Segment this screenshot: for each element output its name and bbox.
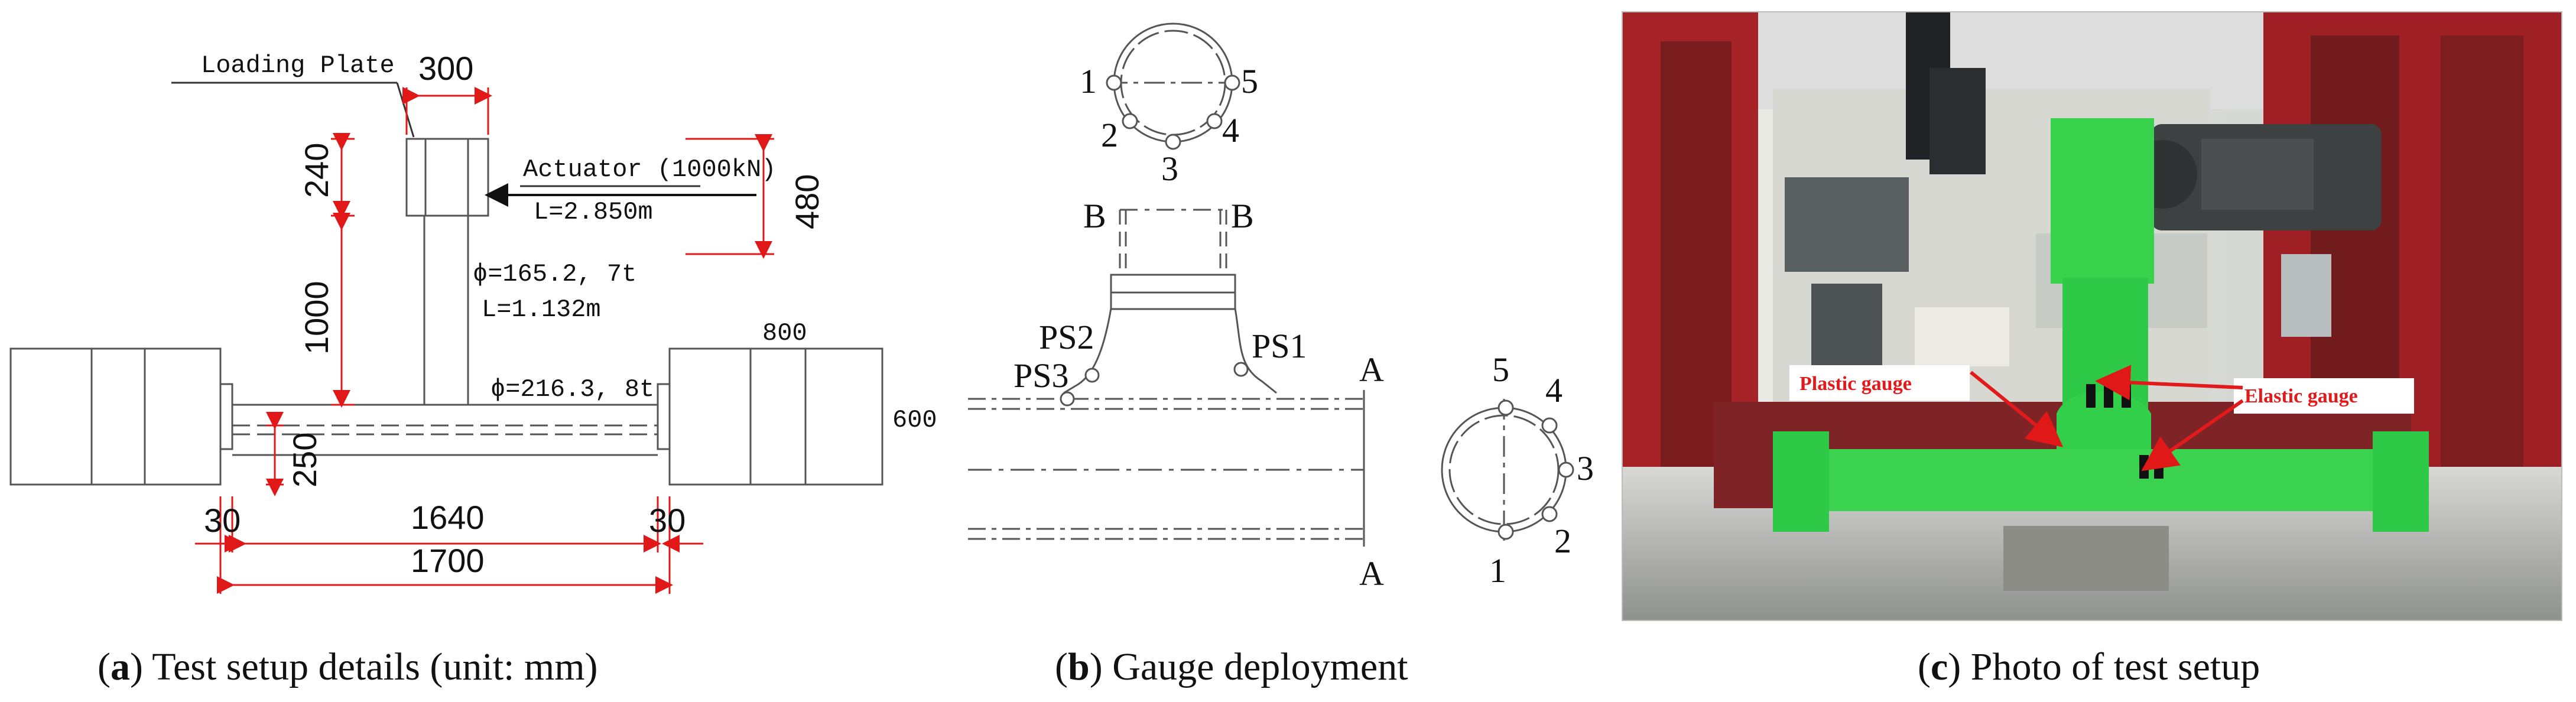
total-span-value: 1700 xyxy=(411,542,485,579)
beam-spec: ϕ=216.3, 8t xyxy=(490,375,654,404)
caption-c-text: Photo of test setup xyxy=(1961,645,2260,688)
bottom-dimensions xyxy=(195,496,703,594)
side-ring-label-3: 3 xyxy=(1577,449,1594,488)
side-ring-label-2: 2 xyxy=(1554,522,1571,560)
top-ring-label-1: 1 xyxy=(1080,62,1097,100)
right-gap-value: 30 xyxy=(649,502,686,539)
right-support-block xyxy=(657,347,883,486)
left-gap-value: 30 xyxy=(204,502,241,539)
beam-height-value: 250 xyxy=(286,433,323,488)
caption-b-text: Gauge deployment xyxy=(1103,645,1408,688)
section-b-neck xyxy=(1063,209,1277,394)
top-ring-label-5: 5 xyxy=(1241,62,1258,100)
top-ring-label-3: 3 xyxy=(1161,150,1178,188)
section-b-right: B xyxy=(1231,197,1254,235)
actuator-offset-value: 480 xyxy=(788,174,826,229)
caption-c: (c) Photo of test setup xyxy=(1918,645,2260,688)
caption-a: (a) Test setup details (unit: mm) xyxy=(98,645,598,688)
panel-b-gauge-drawing: 1 2 3 4 5 B B A A xyxy=(968,22,1594,593)
side-ring-gauges xyxy=(1497,399,1574,540)
section-a-bottom: A xyxy=(1359,554,1384,593)
beam xyxy=(232,404,658,456)
plastic-gauge-ps2: PS2 xyxy=(1039,318,1094,356)
column-height-value: 1000 xyxy=(298,281,335,355)
caption-a-letter: a xyxy=(111,645,130,688)
top-ring-label-4: 4 xyxy=(1222,111,1239,150)
plate-height-value: 240 xyxy=(298,143,335,198)
plastic-gauge-label: Plastic gauge xyxy=(1799,373,1912,395)
plastic-gauge-ps3: PS3 xyxy=(1013,356,1069,395)
photo-callout-arrows xyxy=(1970,365,2244,472)
caption-b: (b) Gauge deployment xyxy=(1055,645,1408,688)
inner-span-value: 1640 xyxy=(411,499,485,536)
side-ring-label-4: 4 xyxy=(1545,371,1563,410)
column xyxy=(423,216,469,405)
plate-width-dimension xyxy=(402,87,492,135)
panel-a-setup-drawing: Loading Plate 300 240 1000 250 A xyxy=(9,50,937,594)
caption-b-letter: b xyxy=(1068,645,1090,688)
loading-plate-block xyxy=(405,138,489,217)
column-vertical-dimensions xyxy=(331,133,355,408)
top-ring-label-2: 2 xyxy=(1101,116,1118,154)
plate-width-value: 300 xyxy=(418,50,473,87)
actuator-label: Actuator (1000kN) xyxy=(523,155,776,184)
support-width-value: 800 xyxy=(762,319,807,347)
lower-pipe xyxy=(968,390,1365,547)
plastic-gauge-ps1: PS1 xyxy=(1252,327,1307,365)
section-a-top: A xyxy=(1359,350,1384,389)
loading-plate-leader xyxy=(171,82,415,138)
top-ring-gauges xyxy=(1106,74,1240,150)
left-support-block xyxy=(9,347,233,486)
elastic-gauge-label: Elastic gauge xyxy=(2244,385,2358,407)
actuator-offset-dimension xyxy=(686,134,774,259)
plastic-label-box xyxy=(1789,365,1970,401)
section-b-left: B xyxy=(1083,197,1106,235)
actuator-length: L=2.850m xyxy=(534,198,653,226)
elastic-label-box xyxy=(2234,378,2414,414)
plastic-gauge-markers xyxy=(1060,362,1249,407)
column-length: L=1.132m xyxy=(482,295,601,324)
support-height-value: 600 xyxy=(892,406,937,434)
loading-plate-label: Loading Plate xyxy=(201,51,395,80)
beam-height-dimension xyxy=(266,412,284,496)
photo-frame xyxy=(1622,11,2562,621)
side-ring-label-1: 1 xyxy=(1489,551,1506,590)
caption-a-text: Test setup details (unit: mm) xyxy=(143,645,598,688)
panel-c-photo: Plastic gauge Elastic gauge xyxy=(1622,11,2562,621)
column-spec: ϕ=165.2, 7t xyxy=(473,260,636,288)
side-ring-label-5: 5 xyxy=(1492,350,1509,389)
caption-c-letter: c xyxy=(1931,645,1948,688)
